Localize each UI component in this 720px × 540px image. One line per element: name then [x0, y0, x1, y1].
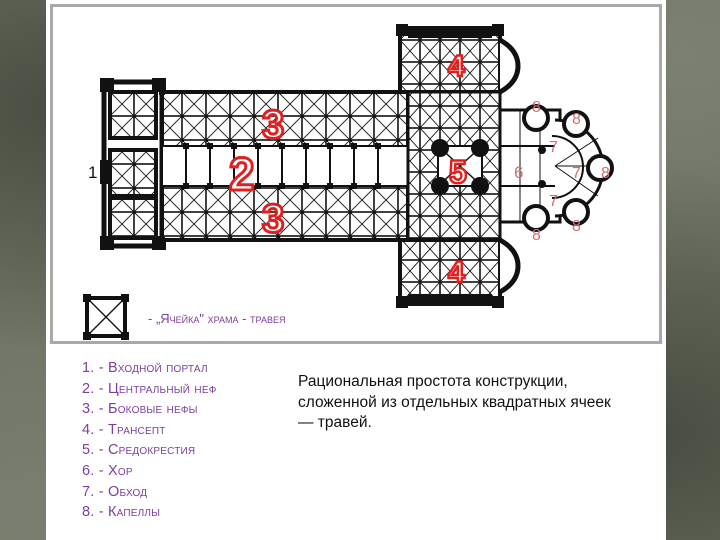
label-chapel-4: 8 — [572, 218, 581, 235]
label-chapel-1: 8 — [532, 99, 541, 116]
label-portal: 1 — [88, 163, 97, 182]
nave-and-aisles — [159, 89, 410, 243]
legend-item-aisles: 3. - Боковые нефы — [82, 401, 198, 418]
label-choir: 6 — [514, 163, 523, 182]
crossing — [431, 139, 489, 195]
label-crossing: 5 — [449, 154, 467, 190]
label-ambulatory-top: 7 — [549, 139, 558, 156]
bay-sample-icon — [83, 294, 129, 340]
bay-caption: - „Ячейка" храма - травея — [148, 311, 285, 326]
transept — [396, 24, 521, 308]
label-nave: 2 — [229, 148, 255, 200]
label-aisle-top: 3 — [262, 103, 284, 147]
description-text: Рациональная простота конструкции, сложе… — [298, 373, 611, 431]
plan-labels: 1 2 3 3 4 4 5 6 7 7 7 8 8 8 8 8 — [88, 49, 610, 291]
legend-item-nave: 2. - Центральный неф — [82, 380, 217, 397]
legend-item-chapels: 8. - Капеллы — [82, 504, 161, 521]
legend-item-portal: 1. - Входной портал — [82, 360, 208, 376]
legend-item-crossing: 5. - Средокрестия — [82, 442, 196, 459]
label-ambulatory-mid: 7 — [572, 165, 581, 182]
label-ambulatory-bottom: 7 — [549, 193, 558, 210]
label-transept-top: 4 — [448, 50, 465, 83]
label-chapel-3: 8 — [601, 165, 610, 182]
legend-item-ambulatory: 7. - Обход — [82, 483, 148, 500]
west-facade — [100, 78, 166, 250]
legend-list: 1. - Входной портал 2. - Центральный неф… — [82, 358, 217, 523]
label-chapel-2: 8 — [572, 111, 581, 128]
label-transept-bottom: 4 — [448, 256, 465, 289]
label-aisle-bottom: 3 — [262, 197, 284, 241]
legend-item-transept: 4. - Трансепт — [82, 421, 166, 438]
choir-and-apse — [498, 104, 614, 232]
label-chapel-5: 8 — [532, 227, 541, 244]
legend-item-choir: 6. - Хор — [82, 462, 133, 479]
